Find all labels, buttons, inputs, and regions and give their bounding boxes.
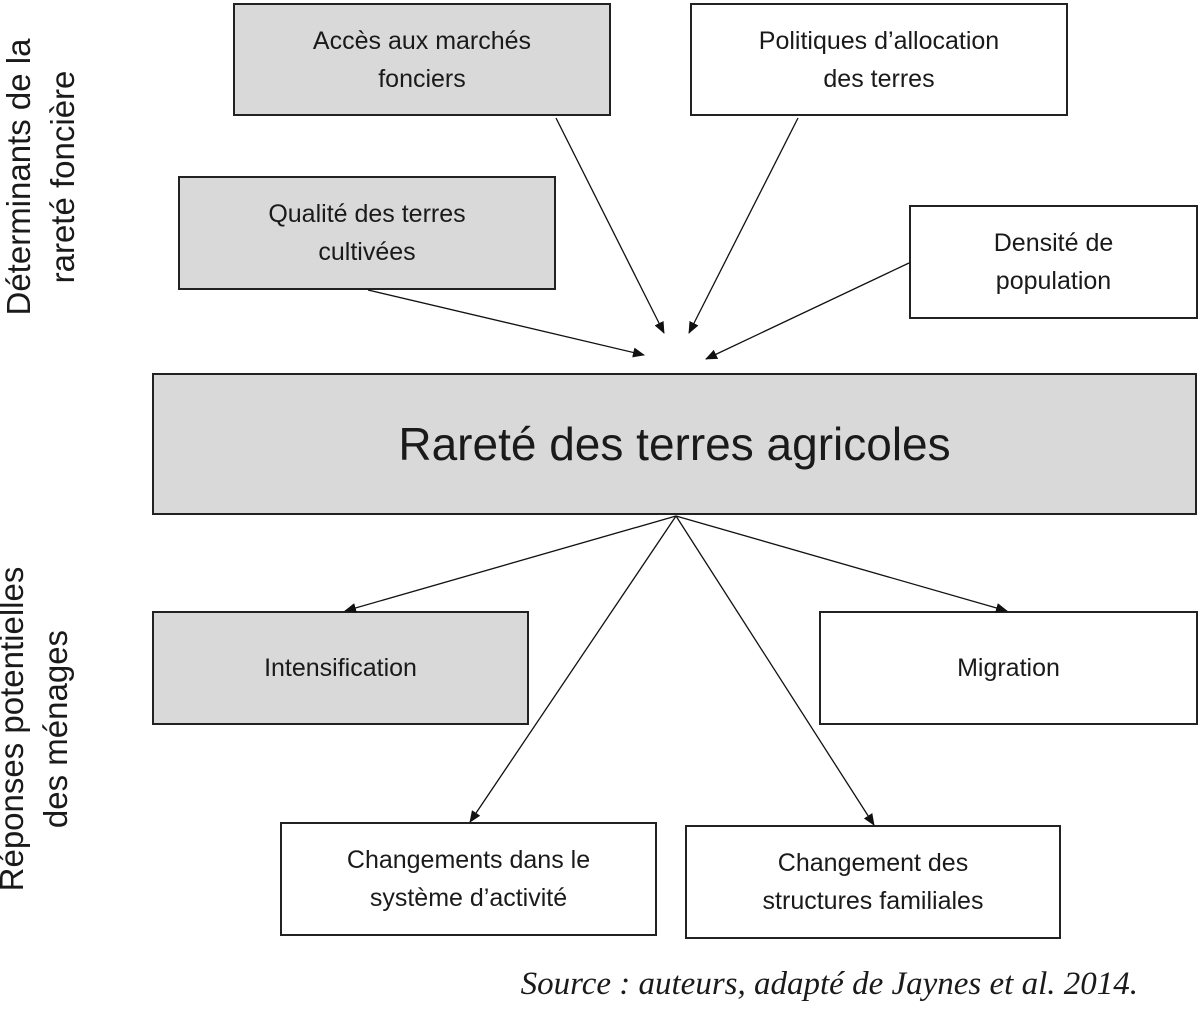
arrow-center-to-activite: [469, 515, 677, 823]
box-rarete-terres: Rareté des terres agricoles: [152, 373, 1197, 515]
arrow-center-to-intensification: [344, 515, 677, 613]
box-changements-activite: Changements dans le système d’activité: [280, 822, 657, 936]
box-densite-population: Densité de population: [909, 205, 1198, 319]
arrow-center-to-migration: [675, 515, 1008, 613]
box-changement-structures: Changement des structures familiales: [685, 825, 1061, 939]
arrow-densite-to-center: [705, 262, 910, 360]
arrow-center-to-structures: [675, 515, 875, 826]
box-politiques-allocation: Politiques d’allocation des terres: [690, 3, 1068, 116]
box-qualite-terres: Qualité des terres cultivées: [178, 176, 556, 290]
arrow-politiques-to-center: [688, 117, 799, 334]
box-migration: Migration: [819, 611, 1198, 725]
source-caption: Source : auteurs, adapté de Jaynes et al…: [520, 966, 1138, 1002]
box-intensification: Intensification: [152, 611, 529, 725]
arrow-qualite-to-center: [367, 289, 645, 358]
box-acces-marches: Accès aux marchés fonciers: [233, 3, 611, 116]
arrow-acces-to-center: [555, 117, 665, 334]
